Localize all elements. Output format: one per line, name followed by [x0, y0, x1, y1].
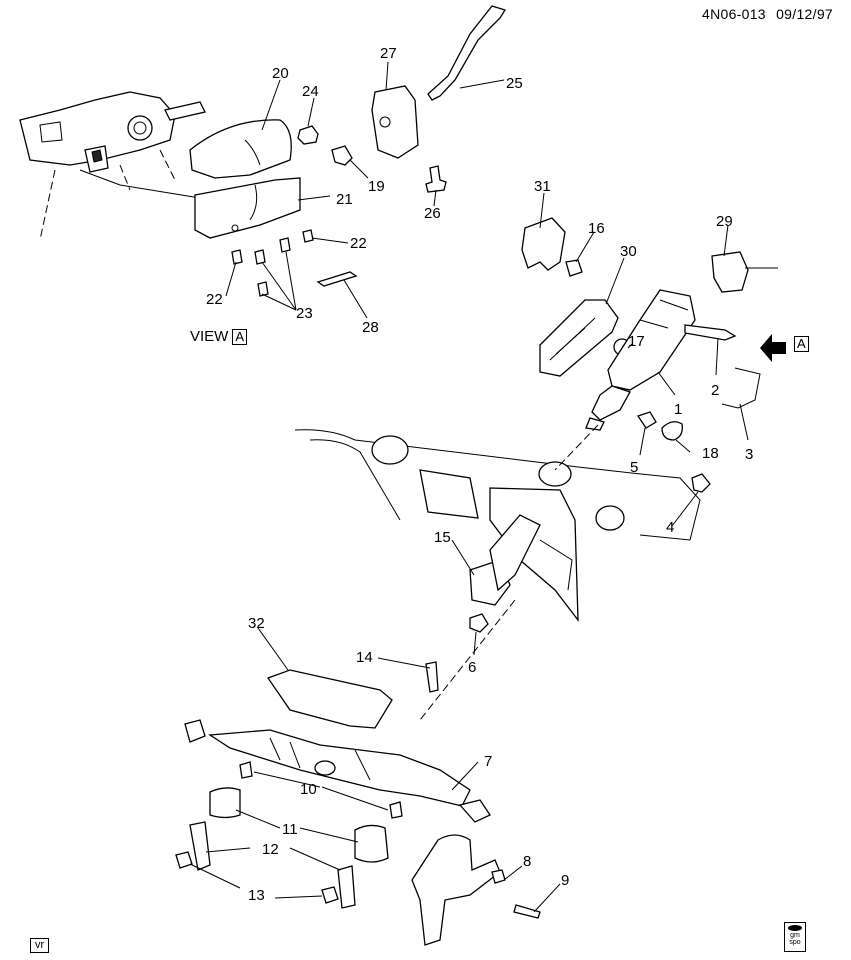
diagram-date: 09/12/97 — [776, 6, 833, 22]
nut-24 — [297, 125, 319, 145]
callout-16: 16 — [588, 220, 605, 237]
callout-6: 6 — [468, 659, 476, 676]
plate-28 — [316, 271, 358, 287]
lever-25 — [427, 5, 506, 101]
clamp-12a — [189, 821, 211, 871]
callout-4: 4 — [666, 519, 674, 536]
nut-16 — [565, 259, 583, 277]
strut-knuckle — [411, 834, 501, 946]
callout-15: 15 — [434, 529, 451, 546]
arrow-a-box: A — [794, 336, 809, 352]
callout-13: 13 — [248, 887, 265, 904]
mount-10a — [239, 761, 253, 779]
callout-31: 31 — [534, 178, 551, 195]
callout-numbers: 1 2 3 4 5 6 7 8 9 10 11 12 13 14 15 16 1… — [206, 45, 753, 904]
switch-29 — [711, 251, 749, 293]
callout-1: 1 — [674, 401, 682, 418]
logo-top-text: gm — [790, 932, 800, 939]
insulator-11b — [354, 824, 389, 863]
bolt-9 — [513, 904, 541, 919]
bolt-5 — [636, 411, 657, 429]
callout-22b: 22 — [206, 291, 223, 308]
callout-20: 20 — [272, 65, 289, 82]
callout-25: 25 — [506, 75, 523, 92]
callout-29: 29 — [716, 213, 733, 230]
view-label-text: VIEW — [190, 328, 229, 345]
callout-5: 5 — [630, 459, 638, 476]
callout-8: 8 — [523, 853, 531, 870]
bracket-31 — [521, 217, 566, 271]
mount-10b — [389, 801, 403, 819]
vr-tag: vr — [30, 938, 50, 953]
callout-32: 32 — [248, 615, 265, 632]
callout-12: 12 — [262, 841, 279, 858]
bracket-30 — [539, 299, 619, 377]
callout-22a: 22 — [350, 235, 367, 252]
insulator-11a — [209, 787, 241, 819]
screws-22-23 — [231, 229, 314, 297]
callout-9: 9 — [561, 872, 569, 889]
callout-18: 18 — [702, 445, 719, 462]
view-a-arrow — [760, 334, 786, 362]
boot-27 — [371, 85, 419, 159]
clamp-12b — [337, 865, 356, 909]
callout-17: 17 — [628, 333, 645, 350]
logo-bottom-text: spo — [789, 939, 801, 946]
callout-30: 30 — [620, 243, 637, 260]
callout-10: 10 — [300, 781, 317, 798]
callout-3: 3 — [745, 446, 753, 463]
callout-28: 28 — [362, 319, 379, 336]
bracket-32 — [266, 669, 393, 729]
callout-2: 2 — [711, 382, 719, 399]
callout-26: 26 — [424, 205, 441, 222]
washer-18 — [661, 421, 683, 441]
diagram-code: 4N06-013 — [702, 6, 766, 22]
nut-13b — [321, 886, 339, 904]
callout-14: 14 — [356, 649, 373, 666]
nut-8 — [491, 869, 506, 884]
firewall-panel — [294, 429, 701, 622]
upper-cover-20 — [189, 119, 292, 179]
steering-gear-7 — [184, 719, 491, 823]
callout-27: 27 — [380, 45, 397, 62]
callout-24: 24 — [302, 83, 319, 100]
bolt-26 — [425, 165, 447, 193]
clip-19 — [331, 145, 353, 166]
callout-23: 23 — [296, 305, 313, 322]
callout-7: 7 — [484, 753, 492, 770]
lower-cover-21 — [194, 177, 301, 239]
bolt-14 — [425, 661, 439, 693]
strap-3 — [721, 367, 761, 409]
steering-column-1 — [585, 289, 696, 431]
callout-11: 11 — [282, 821, 298, 838]
view-label-box: A — [232, 329, 248, 345]
bolt-6 — [469, 613, 489, 633]
intermediate-shaft — [489, 514, 541, 592]
nut-13a — [175, 851, 193, 869]
diagram-header: 4N06-013 09/12/97 — [696, 6, 833, 22]
bolt-4 — [691, 473, 711, 493]
pin-2 — [684, 324, 737, 341]
leader-lines — [189, 61, 749, 913]
callout-21: 21 — [336, 191, 353, 208]
gm-spo-logo: gm spo — [784, 922, 806, 952]
logo-oval-icon — [788, 925, 802, 931]
callout-19: 19 — [368, 178, 385, 195]
view-a-column-assembly — [19, 91, 206, 241]
